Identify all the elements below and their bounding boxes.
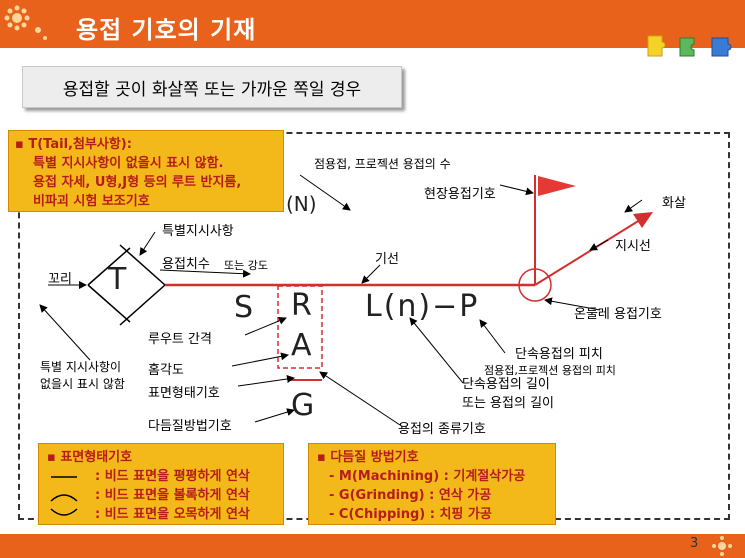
label-arrow: 화살 bbox=[662, 196, 686, 211]
label-field-weld: 현장용접기호 bbox=[424, 187, 496, 202]
label-arrow-line: 지시선 bbox=[615, 239, 651, 254]
sun-decor-icon bbox=[4, 5, 47, 40]
symbol-n: (N) bbox=[286, 192, 317, 216]
label-tail: 꼬리 bbox=[48, 272, 72, 287]
label-surface-shape: 표면형태기호 bbox=[148, 386, 220, 401]
label-spot-pitch: 점용접,프로젝션 용접의 피치 bbox=[484, 364, 616, 377]
finish-note-item: - G(Grinding) : 연삭 가공 bbox=[329, 488, 492, 503]
symbol-a: A bbox=[291, 328, 312, 363]
concave-symbol-icon bbox=[50, 508, 78, 516]
arrow-head bbox=[633, 212, 653, 228]
convex-symbol-icon bbox=[50, 494, 78, 502]
arrow-line bbox=[534, 219, 641, 286]
surface-symbols bbox=[50, 476, 78, 516]
label-reference-line: 기선 bbox=[375, 252, 399, 267]
label-no-special-1: 특별 지시사항이 bbox=[40, 360, 122, 374]
tail-note-box: ▪ T(Tail,첨부사항): 특별 지시사항이 없을시 표시 않함. 용접 자… bbox=[8, 130, 284, 212]
label-root-gap: 루우트 간격 bbox=[148, 332, 212, 347]
label-intermittent-pitch: 단속용접의 피치 bbox=[515, 347, 603, 362]
symbol-r: R bbox=[291, 288, 312, 323]
symbol-s: S bbox=[234, 290, 254, 325]
symbol-lnp: L(n)−P bbox=[365, 289, 480, 324]
label-or-weld-length: 또는 용접의 길이 bbox=[462, 396, 554, 411]
label-intermittent-length: 단속용접의 길이 bbox=[462, 377, 550, 392]
tail-note-line: 용접 자세, U형,J형 등의 루트 반지름, bbox=[33, 175, 242, 190]
surface-note-heading: ▪ 표면형태기호 bbox=[47, 450, 133, 465]
header-bar bbox=[0, 0, 745, 48]
field-weld-flag bbox=[538, 176, 576, 196]
surface-note-item: : 비드 표면을 오목하게 연삭 bbox=[95, 507, 250, 522]
tail-note-line: 특별 지시사항이 없을시 표시 않함. bbox=[33, 156, 224, 171]
finish-note-box: ▪ 다듬질 방법기호 - M(Machining) : 기계절삭가공 - G(G… bbox=[308, 443, 556, 525]
label-all-around: 온둘레 용접기호 bbox=[574, 307, 662, 322]
subtitle-box: 용접할 곳이 화살쪽 또는 가까운 쪽일 경우 bbox=[22, 66, 402, 108]
puzzle-icons bbox=[647, 35, 732, 57]
label-weld-type: 용접의 종류기호 bbox=[398, 422, 486, 437]
sun-decor-icon bbox=[712, 536, 732, 556]
tail-shape bbox=[87, 244, 166, 326]
finish-note-heading: ▪ 다듬질 방법기호 bbox=[317, 450, 419, 465]
leader-lines bbox=[39, 174, 643, 426]
label-or-strength: 또는 강도 bbox=[224, 259, 268, 272]
footer-bar bbox=[0, 534, 745, 558]
finish-note-item: - M(Machining) : 기계절삭가공 bbox=[329, 469, 526, 484]
label-weld-size: 용접치수 bbox=[162, 257, 210, 272]
surface-note-item: : 비드 표면을 볼록하게 연삭 bbox=[95, 488, 250, 503]
page-number: 3 bbox=[690, 536, 699, 551]
label-no-special-2: 없을시 표시 않함 bbox=[40, 377, 125, 391]
finish-note-item: - C(Chipping) : 치핑 가공 bbox=[329, 507, 492, 522]
page-title: 용접 기호의 기재 bbox=[76, 16, 257, 44]
tail-note-heading: ▪ T(Tail,첨부사항): bbox=[15, 137, 132, 152]
label-finish-method: 다듬질방법기호 bbox=[148, 419, 232, 434]
tail-note-line: 비파괴 시험 보조기호 bbox=[33, 194, 150, 209]
symbol-t: T bbox=[108, 262, 127, 297]
label-spot-count: 점용접, 프로젝션 용접의 수 bbox=[314, 157, 451, 171]
dashed-ra-box bbox=[277, 285, 323, 369]
surface-note-box: ▪ 표면형태기호 : 비드 표면을 평평하게 연삭 : 비드 표면을 볼록하게 … bbox=[38, 443, 284, 525]
surface-note-item: : 비드 표면을 평평하게 연삭 bbox=[95, 469, 250, 484]
label-special: 특별지시사항 bbox=[162, 224, 234, 239]
symbol-g: G bbox=[291, 388, 315, 423]
label-groove-angle: 홈각도 bbox=[148, 363, 184, 378]
